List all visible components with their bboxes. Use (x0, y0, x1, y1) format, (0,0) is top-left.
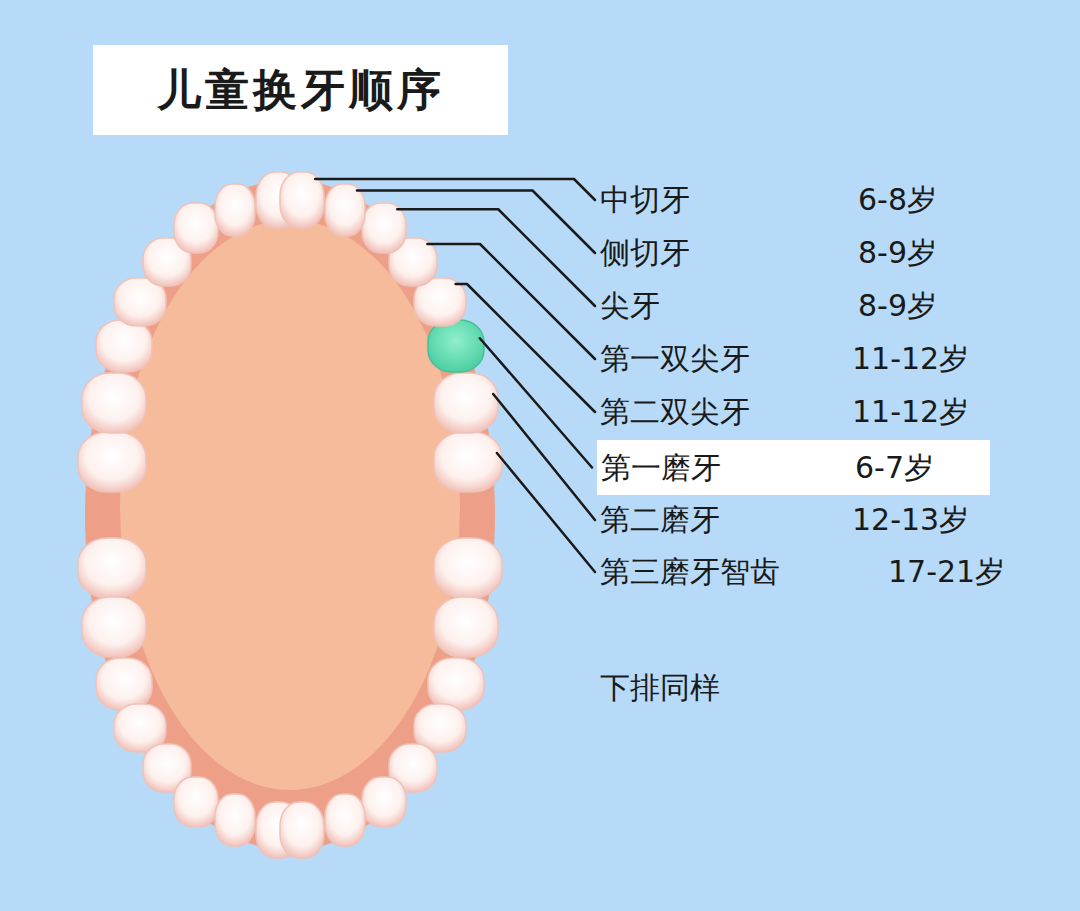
age-range: 8-9岁 (858, 288, 937, 324)
tooth (174, 777, 218, 827)
tooth (174, 203, 218, 253)
leader-lines (315, 179, 595, 572)
tooth-name: 第一双尖牙 (600, 341, 750, 377)
tooth (215, 794, 255, 846)
tooth-name: 侧切牙 (600, 235, 690, 271)
tooth (78, 432, 146, 492)
age-range: 11-12岁 (852, 341, 969, 377)
tooth (96, 658, 152, 710)
palate (120, 220, 460, 790)
tooth (428, 658, 484, 710)
title-box: 儿童换牙顺序 (93, 45, 508, 135)
first-molar-highlight (428, 320, 484, 372)
age-range: 8-9岁 (858, 235, 937, 271)
leader-line (456, 284, 595, 412)
tooth (82, 597, 146, 657)
tooth-name: 第二双尖牙 (600, 394, 750, 430)
gum (85, 180, 495, 850)
tooth (78, 538, 146, 598)
leader-line (397, 209, 595, 306)
note: 下排同样 (600, 670, 720, 706)
age-range: 11-12岁 (852, 394, 969, 430)
tooth (434, 597, 498, 657)
tooth-name: 尖牙 (600, 288, 660, 324)
tooth-name: 第一磨牙 (601, 450, 721, 486)
highlight-row: 第一磨牙 6-7岁 (597, 440, 990, 495)
leader-line (493, 394, 595, 520)
tooth (325, 184, 365, 236)
age-range: 12-13岁 (852, 502, 969, 538)
leader-line (497, 453, 595, 572)
tooth-name: 第二磨牙 (600, 502, 720, 538)
tooth (82, 373, 146, 433)
tooth (434, 373, 498, 433)
tooth (215, 184, 255, 236)
age-range: 6-8岁 (858, 182, 937, 218)
teeth (78, 172, 502, 858)
tooth (362, 777, 406, 827)
tooth (325, 794, 365, 846)
tooth (280, 802, 324, 858)
title: 儿童换牙顺序 (157, 61, 445, 120)
tooth-name: 中切牙 (600, 182, 690, 218)
tooth (280, 172, 324, 228)
age-range: 17-21岁 (888, 554, 1005, 590)
age-range: 6-7岁 (855, 450, 934, 486)
tooth (96, 320, 152, 372)
tooth-name: 第三磨牙智齿 (600, 554, 780, 590)
tooth (434, 432, 502, 492)
tooth (434, 538, 502, 598)
leader-line (427, 244, 595, 359)
